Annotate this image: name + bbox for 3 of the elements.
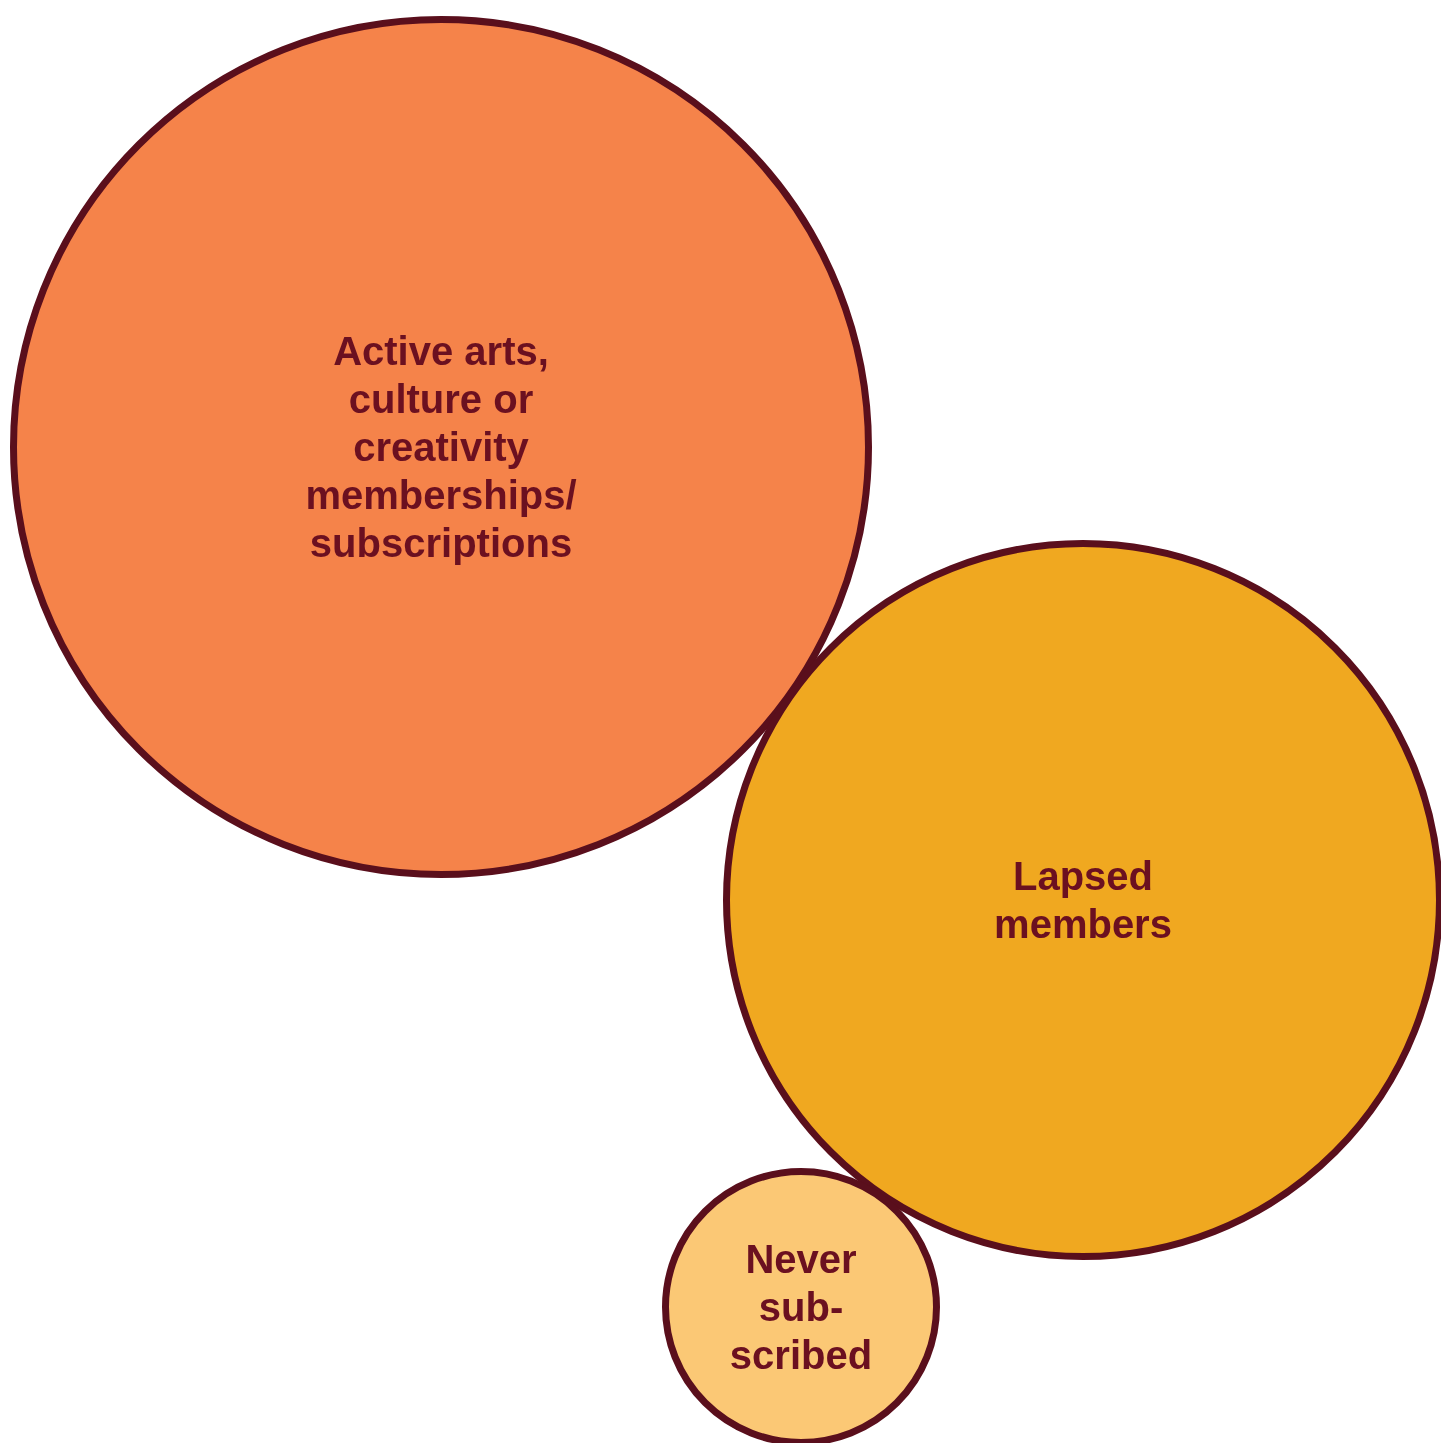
bubble-label: Never sub- scribed [728,1236,874,1379]
bubble-label: Active arts, culture or creativity memberships/ subscriptions [304,328,578,567]
bubble-label: Lapsed members [993,853,1173,948]
